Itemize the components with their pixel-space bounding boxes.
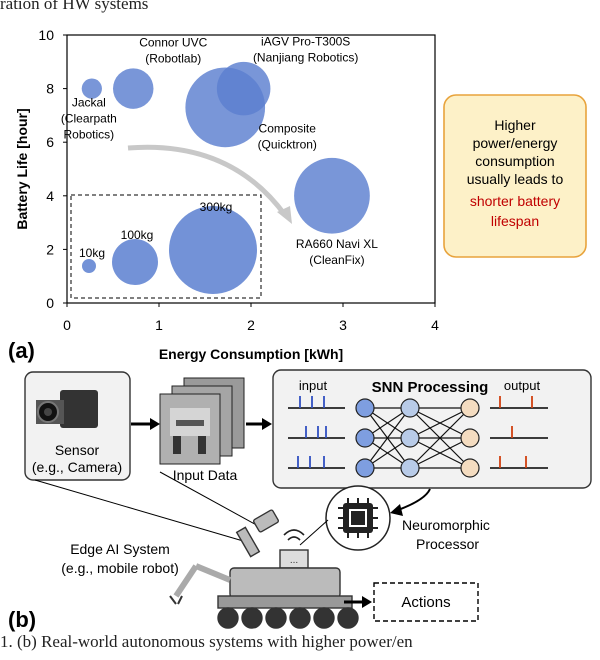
link-sensor-robot bbox=[34, 479, 251, 544]
bubble-label: RA660 Navi XL bbox=[296, 237, 378, 251]
sensor-label: Sensor bbox=[55, 442, 100, 458]
callout-line-2: power/energy bbox=[473, 135, 558, 151]
svg-text:...: ... bbox=[290, 555, 298, 566]
snn-box bbox=[272, 369, 592, 489]
processor-label-2: Processor bbox=[416, 536, 479, 552]
snn-input-label: input bbox=[299, 378, 328, 393]
x-tick-label: 3 bbox=[339, 317, 347, 333]
bubble-label: Jackal bbox=[72, 96, 106, 110]
x-tick-label: 2 bbox=[247, 317, 255, 333]
size-legend-label: 100kg bbox=[121, 228, 154, 242]
snn-connection bbox=[409, 407, 471, 439]
y-tick-label: 8 bbox=[46, 81, 54, 97]
snn-connection bbox=[364, 407, 411, 469]
actions-label: Actions bbox=[401, 594, 450, 611]
panel-a-label: (a) bbox=[8, 338, 35, 363]
callout-highlight-2: lifespan bbox=[491, 213, 539, 229]
x-axis-label: Energy Consumption [kWh] bbox=[159, 346, 343, 362]
size-legend-label: 300kg bbox=[200, 200, 233, 214]
edge-label-2: (e.g., mobile robot) bbox=[61, 560, 179, 576]
snn-neuron bbox=[355, 398, 375, 418]
sensor-sublabel: (e.g., Camera) bbox=[32, 459, 122, 475]
camera-icon bbox=[36, 390, 98, 428]
snn-neuron bbox=[355, 458, 375, 478]
size-legend-label: 10kg bbox=[79, 246, 105, 260]
input-data-label: Input Data bbox=[173, 467, 238, 483]
snn-neuron bbox=[460, 428, 480, 448]
snn-neuron bbox=[355, 428, 375, 448]
bubble-point bbox=[81, 78, 102, 99]
y-tick-label: 2 bbox=[46, 241, 54, 257]
callout-text: Higher power/energy consumption usually … bbox=[467, 117, 564, 229]
snn-connection bbox=[409, 407, 471, 469]
x-tick-label: 4 bbox=[431, 317, 439, 333]
bubble-point bbox=[113, 68, 154, 109]
snn-neuron bbox=[400, 428, 420, 448]
y-tick-label: 6 bbox=[46, 134, 54, 150]
robot-icon: ... bbox=[169, 509, 359, 629]
bubble-label: (Clearpath bbox=[61, 112, 117, 126]
arrow-snn-to-processor bbox=[397, 488, 431, 511]
trend-arrow bbox=[127, 144, 288, 217]
bubble-label: Robotics) bbox=[63, 128, 114, 142]
callout-line-1: Higher bbox=[494, 117, 536, 133]
snn-neuron bbox=[400, 458, 420, 478]
snn-connection bbox=[409, 437, 471, 469]
snn-neuron bbox=[460, 398, 480, 418]
size-legend-bubble bbox=[82, 259, 96, 273]
link-processor-robot bbox=[299, 519, 329, 546]
bubble-point bbox=[216, 61, 271, 116]
panel-b-label: (b) bbox=[8, 607, 36, 632]
snn-neuron bbox=[460, 458, 480, 478]
actions-box bbox=[373, 582, 479, 622]
caption-top-fragment: ration of HW systems bbox=[0, 0, 149, 13]
bubble-label: (Quicktron) bbox=[258, 137, 317, 151]
bubble-label: (Nanjiang Robotics) bbox=[253, 51, 358, 65]
size-legend-bubble bbox=[169, 206, 257, 294]
x-tick-label: 0 bbox=[63, 317, 71, 333]
snn-neuron bbox=[400, 398, 420, 418]
y-tick-label: 0 bbox=[46, 295, 54, 311]
callout-highlight-1: shorter battery bbox=[470, 193, 560, 209]
callout-line-3: consumption bbox=[475, 153, 554, 169]
y-tick-label: 10 bbox=[38, 27, 54, 43]
snn-output-label: output bbox=[504, 378, 541, 393]
trend-arrowhead bbox=[277, 206, 292, 224]
input-data-frames bbox=[159, 377, 245, 465]
caption-bottom-fragment: 1. (b) Real-world autonomous systems wit… bbox=[0, 632, 413, 651]
bubble-label: Connor UVC bbox=[139, 36, 207, 50]
chip-icon bbox=[338, 498, 378, 538]
y-axis-label: Battery Life [hour] bbox=[14, 108, 30, 229]
edge-label-1: Edge AI System bbox=[70, 541, 170, 557]
callout-box bbox=[443, 94, 587, 258]
bubble-label: iAGV Pro-T300S bbox=[261, 35, 350, 49]
bubble-label: (Robotlab) bbox=[145, 52, 201, 66]
y-tick-label: 4 bbox=[46, 188, 54, 204]
callout-line-4: usually leads to bbox=[467, 171, 564, 187]
bubble-point bbox=[294, 157, 370, 234]
system-diagram: Sensor (e.g., Camera) Input Data input S… bbox=[8, 369, 592, 632]
size-legend-bubble bbox=[112, 239, 158, 285]
processor-label-1: Neuromorphic bbox=[402, 517, 490, 533]
snn-title: SNN Processing bbox=[372, 379, 489, 396]
x-tick-label: 1 bbox=[155, 317, 163, 333]
bubble-label: (CleanFix) bbox=[309, 253, 364, 267]
link-input-robot bbox=[159, 471, 263, 529]
snn-network bbox=[288, 396, 548, 478]
size-legend-box bbox=[70, 194, 262, 299]
bubble-label: Composite bbox=[259, 121, 317, 135]
